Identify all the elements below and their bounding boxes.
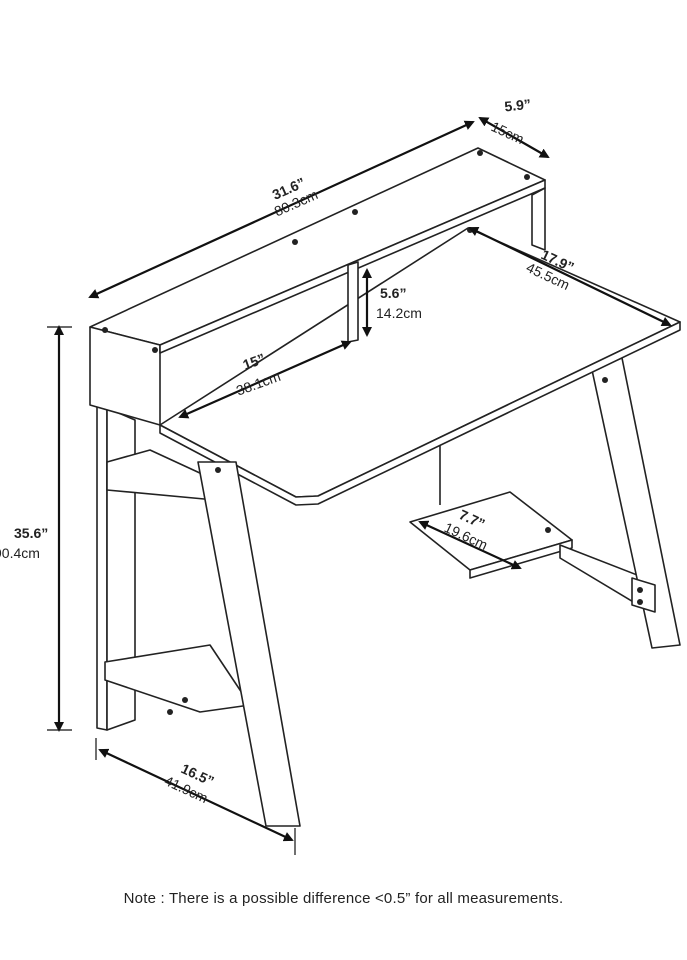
height-in: 35.6”	[14, 525, 48, 541]
left-leg	[197, 461, 301, 827]
compartment-in: 15”	[241, 350, 268, 373]
hutch-depth-cm: 15cm	[489, 118, 527, 147]
bottom-shelf	[104, 644, 251, 713]
shelf-depth-line	[418, 520, 522, 570]
height-cm: 90.4cm	[0, 545, 40, 561]
hutch-depth-in: 5.9”	[504, 96, 532, 115]
hutch-height-cm: 14.2cm	[376, 305, 422, 321]
hutch-divider	[347, 261, 359, 343]
desk-drawing	[89, 147, 681, 827]
depth-line	[468, 226, 672, 327]
hutch-left-side	[89, 326, 161, 426]
leg-depth-line	[98, 748, 294, 842]
dimension-lines	[47, 117, 672, 855]
hutch-depth-line	[478, 117, 550, 158]
measurement-note: Note : There is a possible difference <0…	[123, 890, 564, 907]
compartment-line	[178, 340, 352, 419]
left-post	[96, 404, 108, 731]
hutch-height-in: 5.6”	[380, 285, 406, 301]
width-line	[88, 120, 475, 299]
